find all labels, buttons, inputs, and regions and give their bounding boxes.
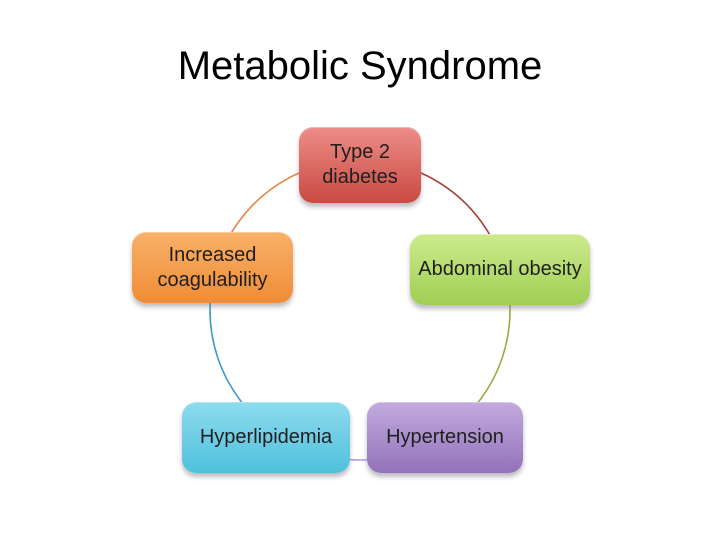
node-abdominal-obesity: Abdominal obesity	[410, 234, 590, 305]
node-type-2-diabetes: Type 2 diabetes	[299, 127, 421, 203]
node-hypertension: Hypertension	[367, 402, 523, 473]
node-label: Hyperlipidemia	[199, 426, 333, 448]
slide-title: Metabolic Syndrome	[177, 44, 543, 88]
node-label: Hypertension	[386, 426, 504, 448]
node-label: Type 2 diabetes	[322, 141, 398, 188]
node-increased-coagulability: Increased coagulability	[132, 232, 293, 303]
node-hyperlipidemia: Hyperlipidemia	[182, 402, 350, 473]
node-label: Abdominal obesity	[418, 258, 582, 280]
node-label: Increased coagulability	[157, 243, 268, 291]
